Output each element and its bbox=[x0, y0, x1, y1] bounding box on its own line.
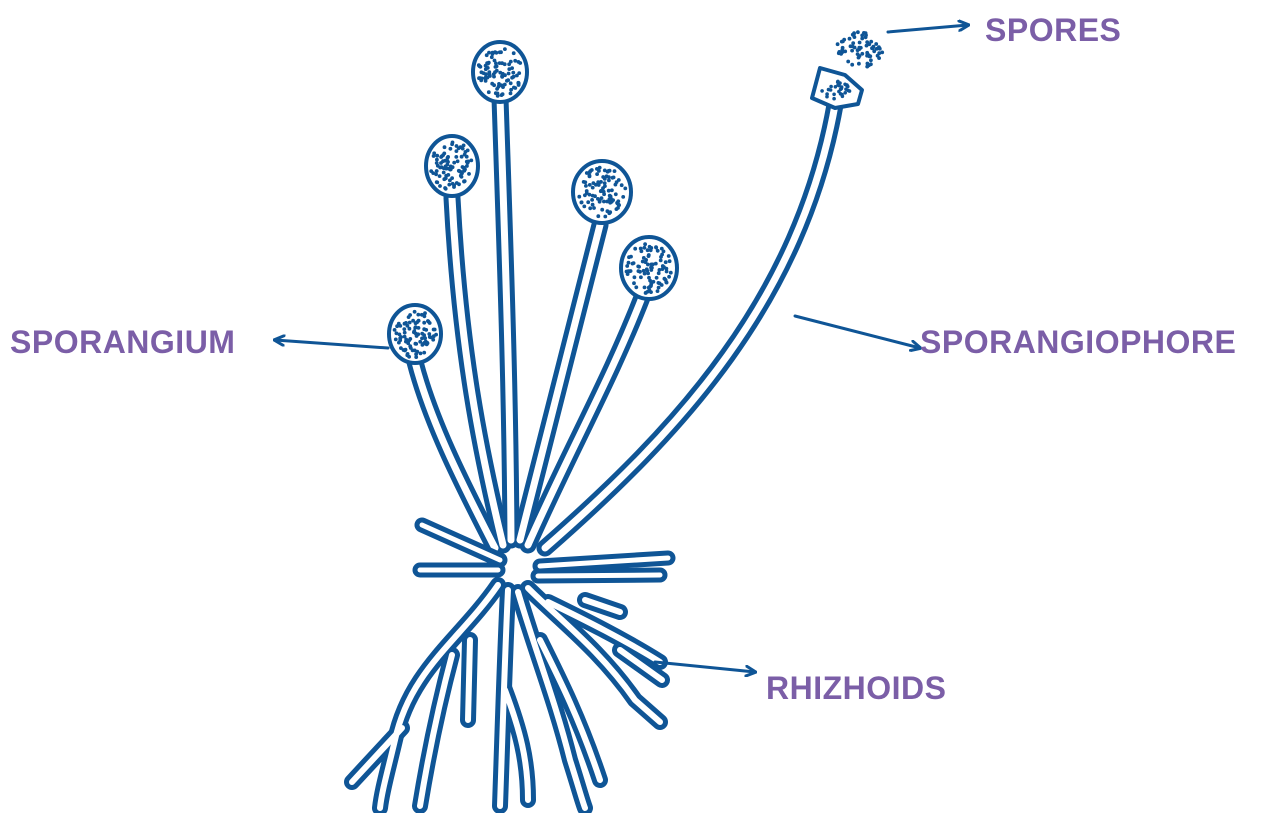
arrow-spores bbox=[888, 25, 968, 32]
rhizoids-label: RHIZHOIDS bbox=[766, 672, 947, 704]
sporangium-label: SPORANGIUM bbox=[10, 326, 235, 358]
arrow-rhizoids bbox=[655, 662, 755, 672]
arrow-sporangiophore bbox=[795, 316, 920, 348]
burst-sporangium bbox=[812, 68, 862, 108]
arrow-sporangium bbox=[275, 340, 388, 348]
spores-label: SPORES bbox=[985, 14, 1121, 46]
rhizoids bbox=[352, 585, 662, 808]
sporangiophore-label: SPORANGIOPHORE bbox=[920, 326, 1236, 358]
